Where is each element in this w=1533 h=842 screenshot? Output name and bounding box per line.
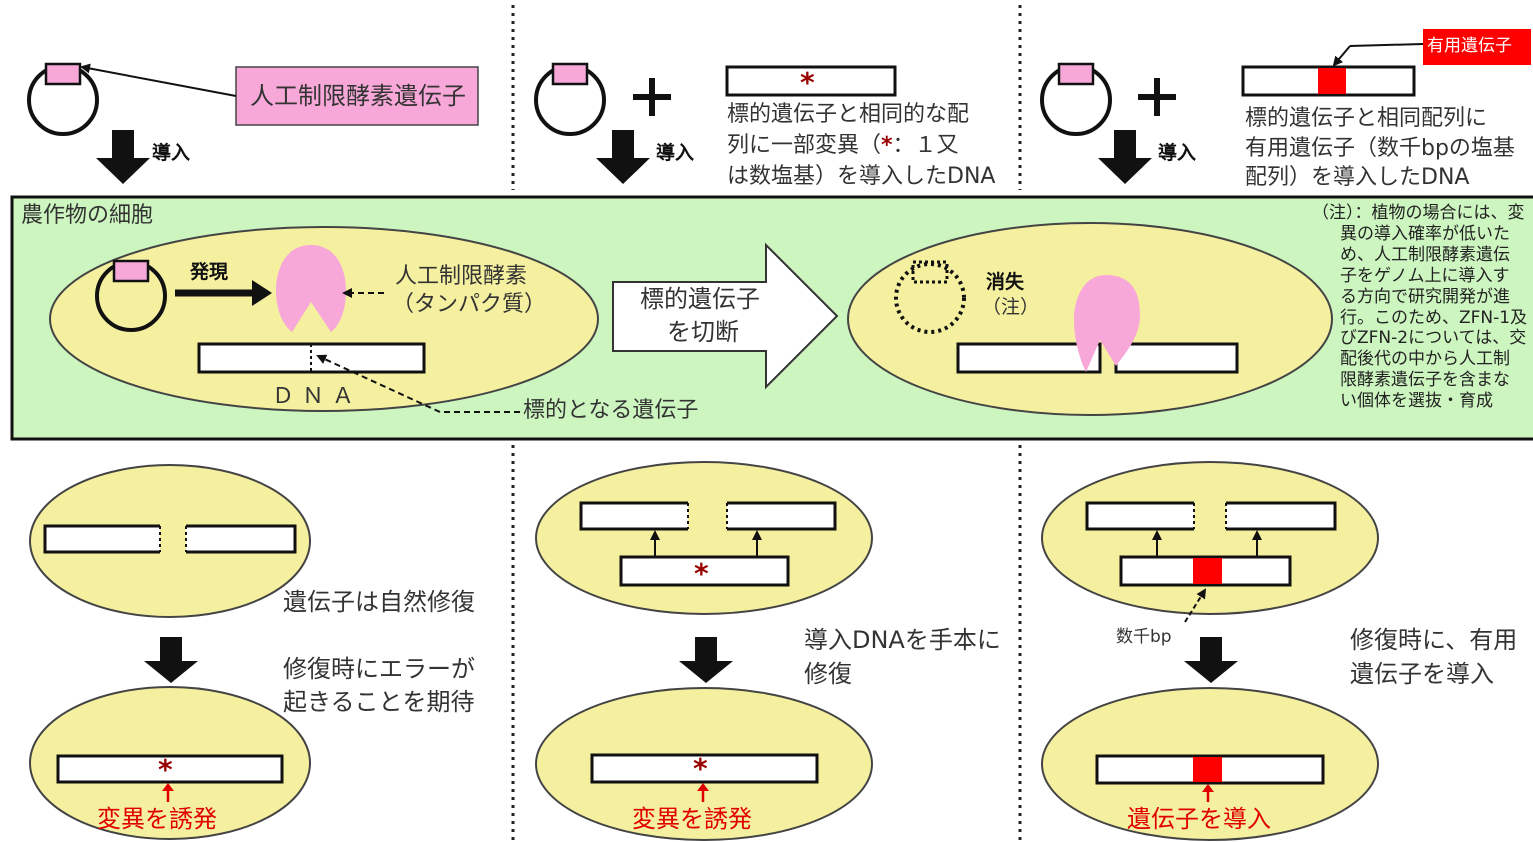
useful-desc-line2: 有用遺伝子（数千bpの塩基 (1245, 136, 1515, 161)
note-line: め、人工制限酵素遺伝 (1340, 244, 1510, 265)
plus-icon (633, 78, 671, 116)
useful-gene-segment (1318, 68, 1346, 94)
repair-error-text-2: 起きることを期待 (283, 688, 475, 716)
enzyme-label-2: （タンパク質） (392, 292, 547, 317)
mutation-asterisk: * (693, 752, 708, 785)
side-note: （注）：植物の場合には、変 異の導入確率が低いた め、人工制限酵素遺伝 子をゲノ… (1312, 203, 1533, 412)
target-gene-label: 標的となる遺伝子 (523, 398, 699, 423)
introduce-label: 導入 (656, 142, 695, 164)
mutation-asterisk: * (694, 557, 709, 590)
plasmid-3 (1040, 62, 1112, 136)
useful-gene-segment (1193, 558, 1222, 584)
note-line: 行。このため、ZFN-1及 (1340, 307, 1528, 328)
down-arrow-icon (596, 130, 650, 184)
note-line: びZFN-2については、交 (1340, 328, 1527, 349)
note-line: 配後代の中から人工制 (1340, 349, 1510, 370)
enzyme-protein (276, 245, 346, 332)
cut-arrow-line1: 標的遺伝子 (640, 285, 760, 313)
useful-desc-line3: 配列）を導入したDNA (1245, 165, 1470, 190)
plus-icon (1138, 78, 1176, 116)
cell-bottom-1a (29, 464, 311, 618)
enzyme-cutting (1074, 275, 1140, 372)
useful-desc-line1: 標的遺伝子と相同配列に (1245, 106, 1488, 131)
induce-mutation-label: 変異を誘発 (97, 805, 217, 833)
donor-dna-bar (725, 65, 897, 97)
note-line: る方向で研究開発が進 (1340, 286, 1510, 307)
mutated-dna-bar (590, 753, 819, 784)
useful-gene-tag-label: 有用遺伝子 (1427, 36, 1512, 56)
repair-error-text-1: 修復時にエラーが (283, 655, 475, 683)
cut-arrow-line2: を切断 (667, 318, 739, 346)
enzyme-gene-label: 人工制限酵素遺伝子 (250, 82, 466, 110)
useful-gene-segment (1193, 757, 1222, 782)
pointer-arrow (80, 63, 237, 97)
note-line: 限酵素遺伝子を含まな (1340, 370, 1510, 391)
plasmid-in-cell (95, 259, 167, 332)
note-line: い個体を選抜・育成 (1340, 391, 1493, 412)
disappear-note: （注） (982, 296, 1040, 318)
plasmid-2 (534, 62, 606, 136)
template-dna-bar (619, 555, 790, 587)
down-arrow-icon (679, 637, 733, 683)
cut-dna-right (1114, 342, 1239, 374)
cut-dna-left (956, 342, 1102, 374)
plasmid-1 (27, 62, 99, 136)
template-repair-text-2: 修復 (804, 660, 852, 688)
cell-bottom-2a (535, 461, 873, 615)
down-arrow-icon (144, 637, 198, 683)
note-line: （注）：植物の場合には、変 (1312, 203, 1525, 223)
natural-repair-text: 遺伝子は自然修復 (283, 588, 475, 616)
down-arrow-icon (96, 130, 150, 184)
donor-desc-line2: 列に一部変異（*：１又 (727, 133, 959, 158)
disappear-label: 消失 (986, 271, 1025, 293)
express-label: 発現 (190, 261, 229, 283)
cell-bottom-3a (1041, 461, 1379, 615)
insert-repair-text-1: 修復時に、有用 (1350, 626, 1518, 654)
down-arrow-icon (1098, 130, 1152, 184)
induce-mutation-label: 変異を誘発 (632, 805, 752, 833)
insert-repair-text-2: 遺伝子を導入 (1350, 660, 1494, 688)
insert-gene-label: 遺伝子を導入 (1127, 805, 1271, 833)
disappeared-plasmid (894, 260, 966, 334)
introduce-label: 導入 (152, 142, 191, 164)
template-repair-text-1: 導入DNAを手本に (804, 626, 1001, 654)
dna-label: ＤＮＡ (272, 384, 363, 409)
bp-label: 数千bp (1116, 627, 1172, 647)
mutation-asterisk: * (800, 66, 815, 99)
enzyme-label-1: 人工制限酵素 (395, 264, 528, 289)
note-line: 異の導入確率が低いた (1340, 223, 1510, 244)
mutation-asterisk: * (158, 753, 173, 786)
note-line: 子をゲノム上に導入す (1340, 265, 1510, 286)
donor-desc-line1: 標的遺伝子と相同的な配 (727, 102, 970, 127)
introduce-label: 導入 (1158, 142, 1197, 164)
enzyme-gene-box (235, 66, 479, 126)
panel-title: 農作物の細胞 (21, 203, 154, 228)
cut-arrow (612, 242, 839, 390)
target-pointer (316, 354, 520, 413)
down-arrow-icon (1184, 637, 1238, 683)
donor-desc-line3: は数塩基）を導入したDNA (727, 164, 996, 189)
useful-gene-tag (1423, 29, 1531, 65)
mutated-dna-bar (56, 754, 284, 784)
